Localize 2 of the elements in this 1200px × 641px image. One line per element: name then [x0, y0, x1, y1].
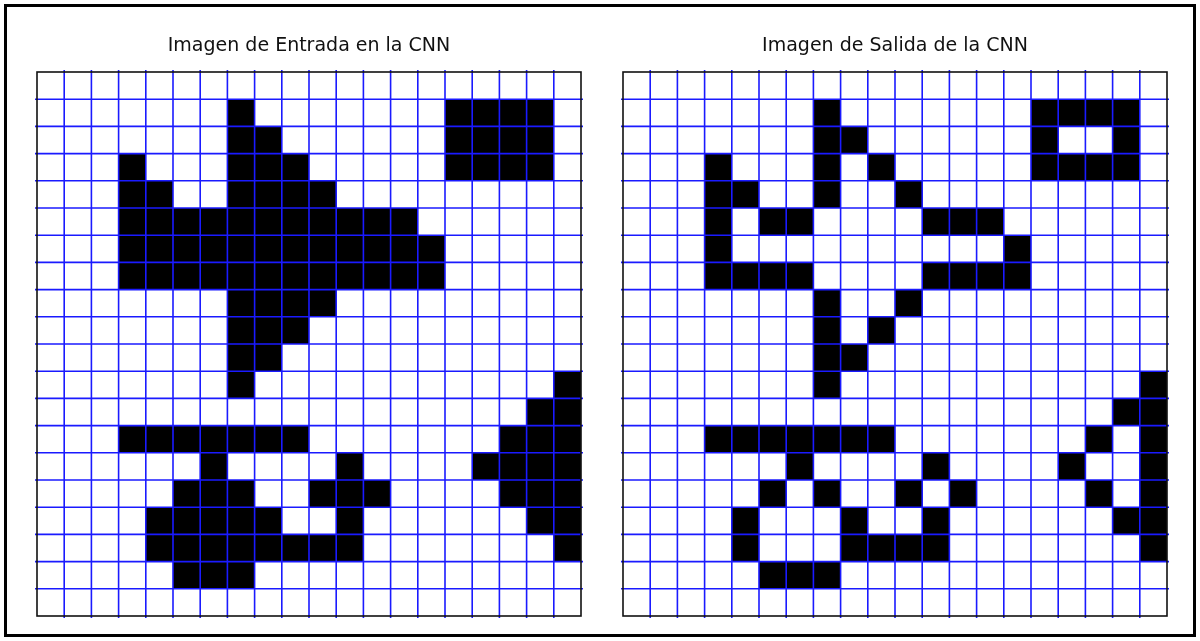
- image-title: Imagen de Salida de la CNN: [761, 33, 1029, 55]
- image-title: Imagen de Entrada en la CNN: [166, 33, 452, 55]
